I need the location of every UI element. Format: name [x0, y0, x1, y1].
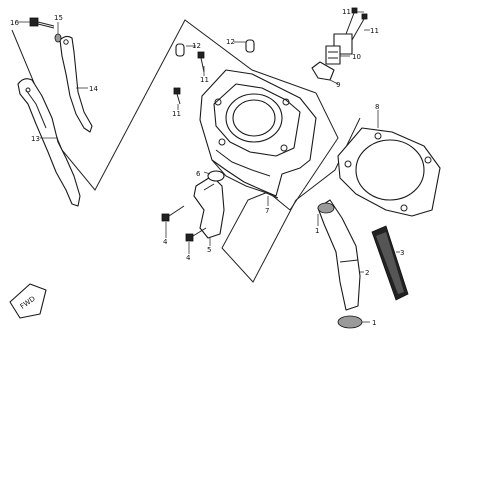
hose-clamp — [337, 315, 363, 329]
callout-11-upper-left: 11 — [200, 76, 209, 84]
tensioner-bolt — [351, 13, 368, 41]
callout-12-left: 12 — [192, 42, 201, 50]
pivot-bolt — [29, 17, 55, 29]
callout-labels: 16 15 14 13 12 11 11 12 11 11 10 9 8 7 6… — [10, 8, 404, 327]
tensioner-gasket — [311, 61, 335, 81]
manifold-bolt — [185, 227, 207, 242]
callout-16: 16 — [10, 19, 19, 27]
hose-clamp — [317, 202, 335, 214]
callout-15: 15 — [54, 14, 63, 22]
callout-2: 2 — [365, 269, 369, 277]
chain-tensioner — [325, 33, 353, 65]
callout-8: 8 — [375, 103, 379, 111]
intake-gasket — [207, 170, 225, 182]
manifold-bolt — [161, 205, 185, 222]
cam-chain-guide — [17, 78, 81, 207]
callout-4-left: 4 — [163, 238, 168, 246]
callout-11-lower-left: 11 — [172, 110, 181, 118]
mesh-screen — [371, 225, 409, 301]
cylinder-gasket — [337, 127, 441, 217]
leader-lines — [18, 11, 400, 323]
callout-4-right: 4 — [186, 254, 191, 262]
forward-direction-badge: FWD — [9, 283, 47, 319]
dowel-pin — [245, 39, 255, 53]
callout-5: 5 — [207, 246, 211, 254]
callout-11-top: 11 — [342, 8, 351, 16]
pivot-washer — [54, 33, 62, 43]
callout-3: 3 — [400, 249, 404, 257]
callout-10: 10 — [352, 53, 361, 61]
callout-11-side: 11 — [370, 27, 379, 35]
dowel-pin — [175, 43, 185, 57]
callout-7: 7 — [265, 207, 269, 215]
callout-1-bottom: 1 — [372, 319, 376, 327]
cylinder-block — [199, 69, 317, 199]
callout-12-right: 12 — [226, 38, 235, 46]
callout-14: 14 — [89, 85, 98, 93]
bolt — [173, 87, 181, 105]
callout-1-top: 1 — [315, 227, 319, 235]
callout-6: 6 — [196, 170, 201, 178]
callout-9: 9 — [336, 81, 340, 89]
bolt — [197, 51, 205, 73]
callout-13: 13 — [31, 135, 40, 143]
intake-manifold — [193, 175, 225, 239]
tensioner-bolt — [345, 7, 358, 35]
coolant-hose — [317, 199, 361, 311]
chain-tensioner-slipper — [59, 35, 93, 133]
